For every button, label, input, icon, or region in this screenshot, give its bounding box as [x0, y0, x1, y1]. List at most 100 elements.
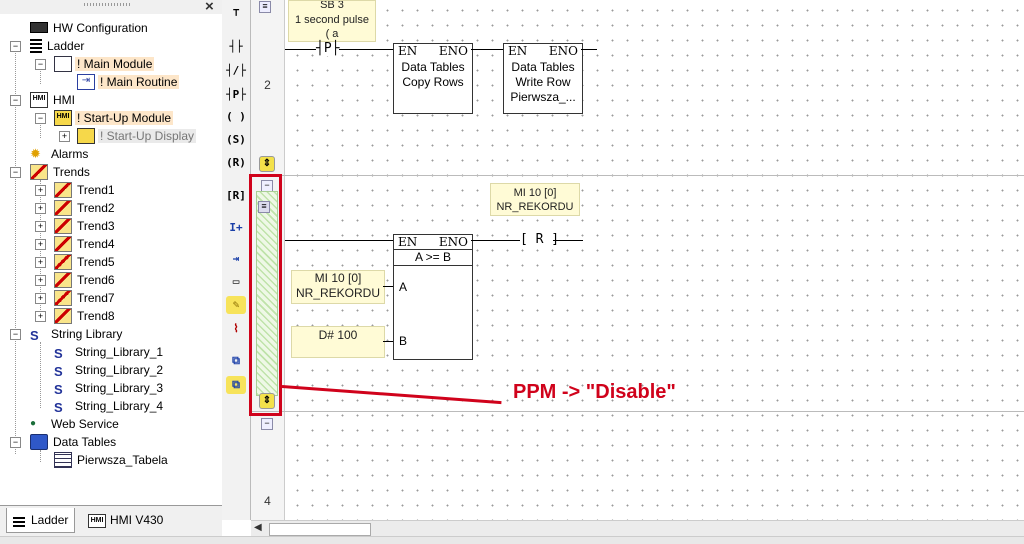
- trend-icon: [54, 253, 72, 270]
- tree-item-alarms[interactable]: ✹Alarms: [30, 145, 89, 161]
- reset-coil-tag[interactable]: MI 10 [0] NR_REKORDU: [490, 183, 580, 216]
- move-rung-up-icon[interactable]: ⇕: [259, 393, 275, 409]
- expand-startup-display-icon[interactable]: +: [59, 131, 70, 142]
- expand-trend8-icon[interactable]: +: [35, 311, 46, 322]
- palette-coil-button[interactable]: ( ): [226, 110, 246, 123]
- collapse-main-module-icon[interactable]: −: [35, 59, 46, 70]
- tree-item-trend5[interactable]: Trend5: [54, 253, 117, 271]
- collapse-hmi-icon[interactable]: −: [10, 95, 21, 106]
- collapse-ladder-icon[interactable]: −: [10, 41, 21, 52]
- tree-item-pierwsza-tabela[interactable]: Pierwsza_Tabela: [54, 451, 170, 469]
- tree-item-main-routine[interactable]: ⇥! Main Routine: [77, 73, 180, 91]
- string-icon: S: [54, 363, 63, 379]
- annotation-label: PPM -> "Disable": [513, 381, 676, 403]
- rung3-wire: [285, 240, 393, 241]
- rung-number-2: 2: [264, 78, 271, 92]
- pin-a-wire: [383, 286, 393, 287]
- string-icon: S: [54, 399, 63, 415]
- palette-contact-nc-button[interactable]: ┤/├: [226, 64, 246, 77]
- palette-comment-button[interactable]: ✎: [226, 296, 246, 314]
- expand-trend6-icon[interactable]: +: [35, 275, 46, 286]
- expand-trend7-icon[interactable]: +: [35, 293, 46, 304]
- scrollbar-thumb[interactable]: [269, 523, 371, 536]
- tree-item-main-module[interactable]: ! Main Module: [54, 55, 155, 73]
- rung2-wire: [581, 49, 597, 50]
- tree-item-hw-configuration[interactable]: HW Configuration: [30, 19, 150, 37]
- string-library-icon: S: [30, 327, 39, 343]
- tree-item-startup-module[interactable]: HMI! Start-Up Module: [54, 109, 174, 127]
- trend-icon: [30, 163, 48, 180]
- collapse-data-tables-icon[interactable]: −: [10, 437, 21, 448]
- operand-b-tag[interactable]: D# 100: [291, 326, 385, 358]
- horizontal-scrollbar[interactable]: ◀: [251, 520, 1024, 537]
- trend-icon: [54, 181, 72, 198]
- tree-item-trend2[interactable]: Trend2: [54, 199, 117, 217]
- tree-item-trend3[interactable]: Trend3: [54, 217, 117, 235]
- display-icon: [77, 127, 95, 144]
- collapse-startup-module-icon[interactable]: −: [35, 113, 46, 124]
- palette-contact-p-button[interactable]: ┤P├: [226, 88, 246, 101]
- operand-a-tag[interactable]: MI 10 [0] NR_REKORDU: [291, 270, 385, 304]
- rung-comment-icon[interactable]: ≡: [259, 1, 271, 13]
- tab-ladder[interactable]: Ladder: [6, 508, 76, 533]
- tree-item-trend4[interactable]: Trend4: [54, 235, 117, 253]
- rung2-positive-transition-contact[interactable]: ┤P├: [316, 41, 340, 56]
- palette-paste-button[interactable]: ⧉: [226, 376, 246, 394]
- collapse-string-library-icon[interactable]: −: [10, 329, 21, 340]
- expand-trend4-icon[interactable]: +: [35, 239, 46, 250]
- reset-coil[interactable]: [ R ]: [520, 232, 560, 247]
- module-icon: [54, 55, 72, 72]
- rung3-wire: [471, 240, 521, 241]
- palette-list-button[interactable]: ⌇: [233, 322, 239, 335]
- palette-increment-button[interactable]: I+: [229, 221, 243, 234]
- expand-trend2-icon[interactable]: +: [35, 203, 46, 214]
- close-pane-button[interactable]: ×: [205, 0, 214, 15]
- trend-icon: [54, 217, 72, 234]
- expand-trend1-icon[interactable]: +: [35, 185, 46, 196]
- palette-subroutine-button[interactable]: ⇥: [232, 252, 240, 265]
- palette-copy-button[interactable]: ⧉: [232, 354, 240, 367]
- ladder-icon: [13, 514, 25, 527]
- collapse-rung-icon[interactable]: −: [261, 418, 273, 430]
- pin-b-wire: [383, 341, 393, 342]
- rung-comment-icon[interactable]: ≡: [258, 201, 270, 213]
- tree-item-trends[interactable]: Trends: [30, 163, 92, 181]
- alarm-bell-icon: ✹: [30, 145, 41, 161]
- annotation-highlight-box: [249, 174, 282, 416]
- scroll-left-icon[interactable]: ◀: [254, 522, 262, 533]
- expand-trend5-icon[interactable]: +: [35, 257, 46, 268]
- palette-reset-coil-button[interactable]: (R): [226, 156, 246, 169]
- collapse-trends-icon[interactable]: −: [10, 167, 21, 178]
- hmi-icon: HMI: [88, 513, 106, 528]
- tree-item-data-tables[interactable]: Data Tables: [30, 433, 118, 451]
- palette-reset-block-button[interactable]: [R]: [226, 189, 246, 202]
- expand-trend3-icon[interactable]: +: [35, 221, 46, 232]
- tree-item-trend6[interactable]: Trend6: [54, 271, 117, 289]
- rung2-contact-tag[interactable]: SB 3 1 second pulse ( a: [288, 0, 376, 42]
- tree-item-ladder[interactable]: Ladder: [30, 37, 86, 55]
- tree-item-startup-display[interactable]: ! Start-Up Display: [77, 127, 197, 145]
- move-rung-up-icon[interactable]: ⇕: [259, 156, 275, 172]
- palette-set-coil-button[interactable]: (S): [226, 133, 246, 146]
- tree-item-trend7[interactable]: Trend7: [54, 289, 117, 307]
- tree-item-trend1[interactable]: Trend1: [54, 181, 117, 199]
- palette-display-button[interactable]: ▭: [232, 275, 240, 288]
- rung-separator: [251, 175, 1024, 176]
- routine-icon: ⇥: [77, 73, 95, 90]
- tree-item-trend8[interactable]: Trend8: [54, 307, 117, 325]
- hw-config-icon: [30, 22, 48, 34]
- tree-item-web-service[interactable]: ●Web Service: [30, 417, 119, 431]
- pane-grip[interactable]: [0, 0, 222, 14]
- palette-contact-no-button[interactable]: ┤├: [229, 40, 243, 53]
- palette-branch-button[interactable]: ⊤: [232, 6, 240, 19]
